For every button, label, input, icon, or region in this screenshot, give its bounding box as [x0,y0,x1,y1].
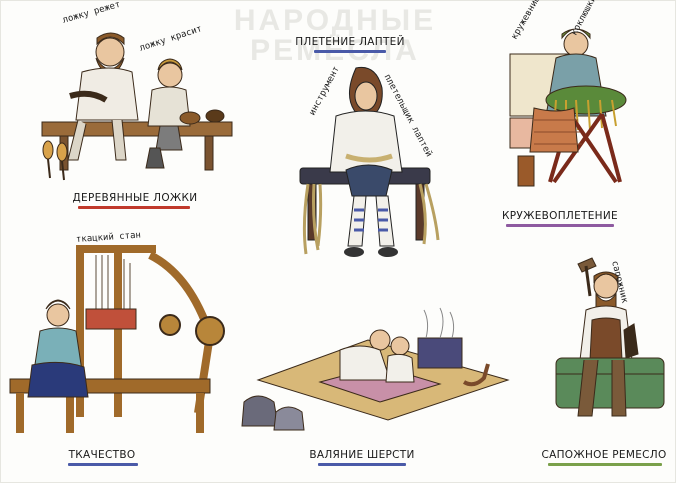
caption-weaving: ТКАЧЕСТВО [68,449,136,461]
panel-shoemaking: сапожник САПОЖНОЕ РЕМЕСЛО [520,240,676,483]
lace-maker-illustration [509,28,627,187]
caption-bast-shoe-weaving: ПЛЕТЕНИЕ ЛАПТЕЙ [295,36,405,48]
caption-wooden-spoons: ДЕРЕВЯННЫЕ ЛОЖКИ [72,192,198,204]
spoon-carvers-illustration [41,32,233,181]
caption-underline [548,463,662,466]
caption-underline [506,224,614,227]
caption-wool-felting: ВАЛЯНИЕ ШЕРСТИ [309,449,415,461]
bast-shoe-weaver-illustration [299,66,440,257]
caption-underline [318,463,406,466]
caption-underline [68,463,138,466]
caption-underline [314,50,386,53]
panel-bast-shoe-weaving: ПЛЕТЕНИЕ ЛАПТЕЙ инструмент плетельщик ла… [250,0,450,270]
panel-lace-making: кружевница коклюшки КРУЖЕВОПЛЕТЕНИЕ [470,0,676,235]
panel-weaving: ткацкий стан ТКАЧЕСТВО [0,215,250,483]
loom-weaver-illustration [9,245,225,433]
caption-underline [78,206,190,209]
panel-wooden-spoons: ложку режет ложку красит ДЕРЕВЯННЫЕ ЛОЖК… [0,0,240,215]
wool-felting-illustration [241,307,510,431]
caption-lace-making: КРУЖЕВОПЛЕТЕНИЕ [502,210,618,222]
caption-shoemaking: САПОЖНОЕ РЕМЕСЛО [541,449,667,461]
shoemaker-illustration [555,257,665,417]
panel-wool-felting: ВАЛЯНИЕ ШЕРСТИ [240,290,510,483]
